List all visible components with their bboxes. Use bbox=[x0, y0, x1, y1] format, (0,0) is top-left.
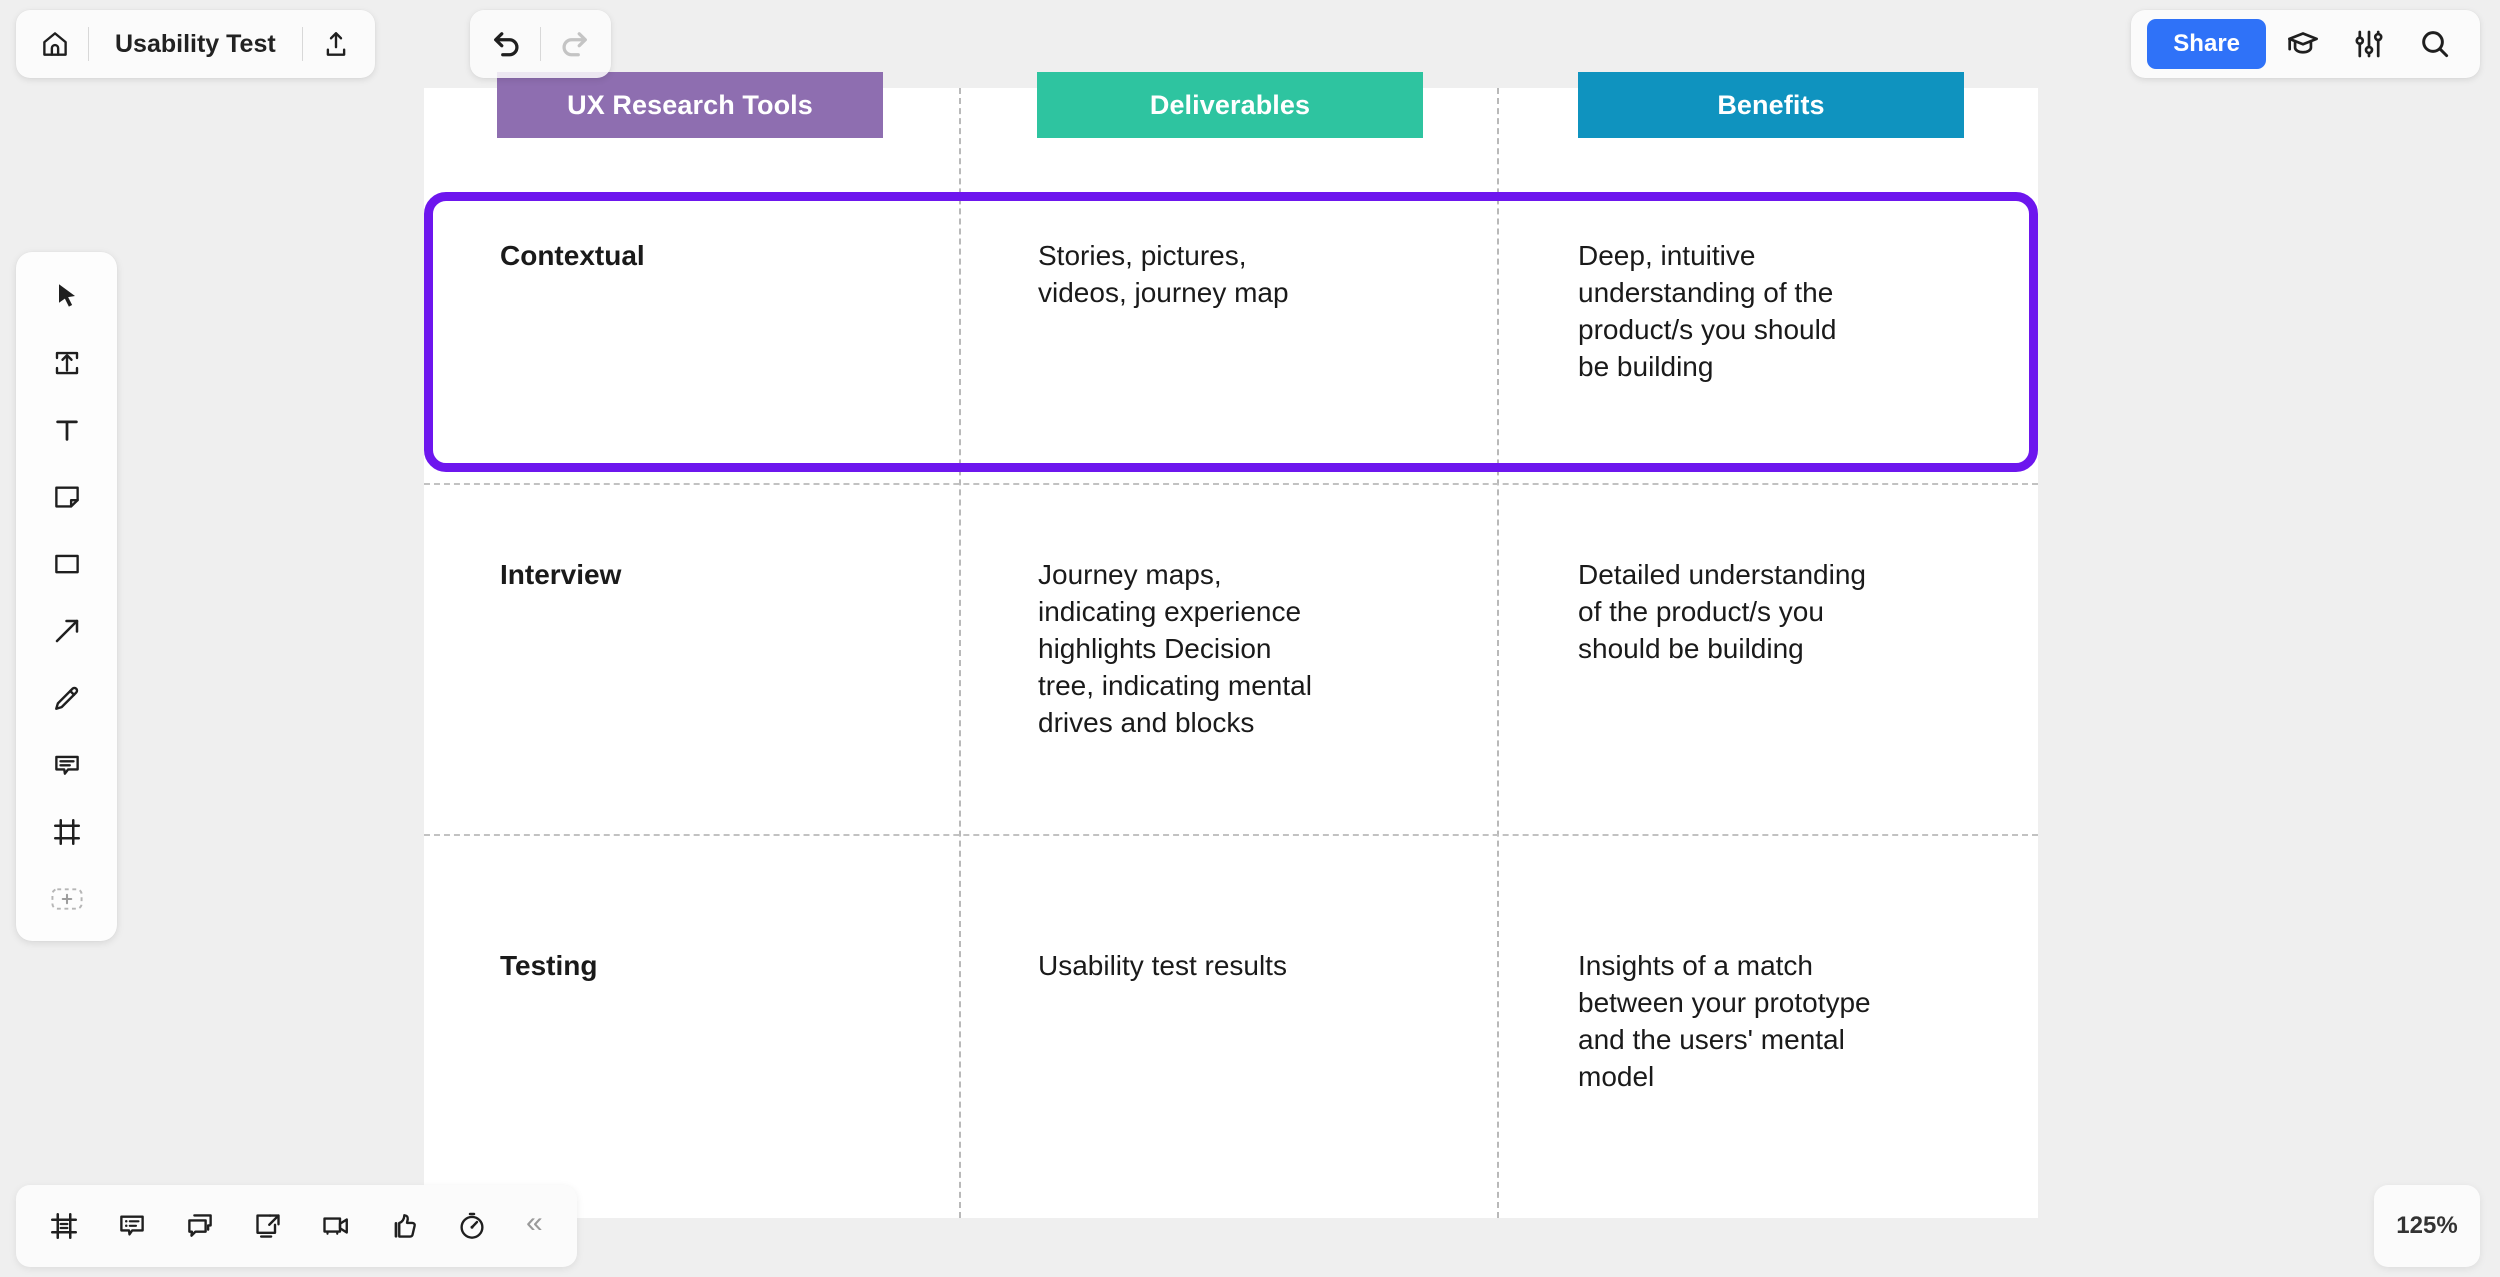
rectangle-icon[interactable] bbox=[37, 538, 97, 590]
cell-deliverables-contextual[interactable]: Stories, pictures, videos, journey map bbox=[1038, 240, 1289, 308]
column-header-benefits[interactable]: Benefits bbox=[1578, 72, 1964, 138]
undo-icon[interactable] bbox=[478, 15, 536, 73]
column-divider bbox=[959, 88, 961, 1218]
divider bbox=[301, 27, 303, 61]
graduation-cap-icon[interactable] bbox=[2274, 15, 2332, 73]
undo-redo-toolbar bbox=[470, 10, 611, 78]
collapse-toolbar-button[interactable]: « bbox=[526, 1206, 543, 1239]
frame-list-icon[interactable] bbox=[38, 1200, 90, 1252]
sliders-icon[interactable] bbox=[2340, 15, 2398, 73]
thumbs-up-icon[interactable] bbox=[378, 1200, 430, 1252]
text-t-icon[interactable] bbox=[37, 404, 97, 456]
column-divider bbox=[1497, 88, 1499, 1218]
top-right-toolbar: Share bbox=[2131, 10, 2480, 78]
divider bbox=[88, 27, 89, 61]
bottom-toolbar: « bbox=[16, 1185, 577, 1267]
column-header-ux-research-tools[interactable]: UX Research Tools bbox=[497, 72, 883, 138]
search-icon[interactable] bbox=[2406, 15, 2464, 73]
cursor-arrow-icon[interactable] bbox=[37, 270, 97, 322]
cell-tool-contextual[interactable]: Contextual bbox=[500, 240, 645, 271]
left-tool-palette bbox=[16, 252, 117, 941]
share-button[interactable]: Share bbox=[2147, 19, 2266, 69]
cell-deliverables-interview[interactable]: Journey maps, indicating experience high… bbox=[1038, 559, 1312, 738]
cell-benefits-contextual[interactable]: Deep, intuitive understanding of the pro… bbox=[1578, 240, 1837, 382]
arrow-diagonal-icon[interactable] bbox=[37, 605, 97, 657]
upload-share-icon[interactable] bbox=[307, 15, 365, 73]
chat-bubbles-icon[interactable] bbox=[174, 1200, 226, 1252]
cell-benefits-interview[interactable]: Detailed understanding of the product/s … bbox=[1578, 559, 1866, 664]
timer-icon[interactable] bbox=[446, 1200, 498, 1252]
upload-box-icon[interactable] bbox=[37, 337, 97, 389]
home-icon[interactable] bbox=[26, 15, 84, 73]
zoom-level-indicator[interactable]: 125% bbox=[2374, 1185, 2480, 1267]
row-divider bbox=[424, 483, 2038, 485]
frame-icon[interactable] bbox=[37, 806, 97, 858]
cell-tool-interview[interactable]: Interview bbox=[500, 559, 622, 590]
sticky-note-icon[interactable] bbox=[37, 471, 97, 523]
plus-dashed-icon[interactable] bbox=[37, 873, 97, 925]
cell-tool-testing[interactable]: Testing bbox=[500, 950, 598, 981]
present-export-icon[interactable] bbox=[242, 1200, 294, 1252]
cell-benefits-testing[interactable]: Insights of a match between your prototy… bbox=[1578, 950, 1871, 1092]
board-sheet bbox=[424, 88, 2038, 1218]
comment-lines-icon[interactable] bbox=[106, 1200, 158, 1252]
document-title[interactable]: Usability Test bbox=[115, 29, 276, 58]
column-header-deliverables[interactable]: Deliverables bbox=[1037, 72, 1423, 138]
video-camera-icon[interactable] bbox=[310, 1200, 362, 1252]
divider bbox=[540, 27, 541, 61]
cell-deliverables-testing[interactable]: Usability test results bbox=[1038, 950, 1287, 981]
pencil-icon[interactable] bbox=[37, 672, 97, 724]
top-left-toolbar: Usability Test bbox=[16, 10, 375, 78]
redo-icon[interactable] bbox=[545, 15, 603, 73]
comment-bubble-icon[interactable] bbox=[37, 739, 97, 791]
row-divider bbox=[424, 834, 2038, 836]
